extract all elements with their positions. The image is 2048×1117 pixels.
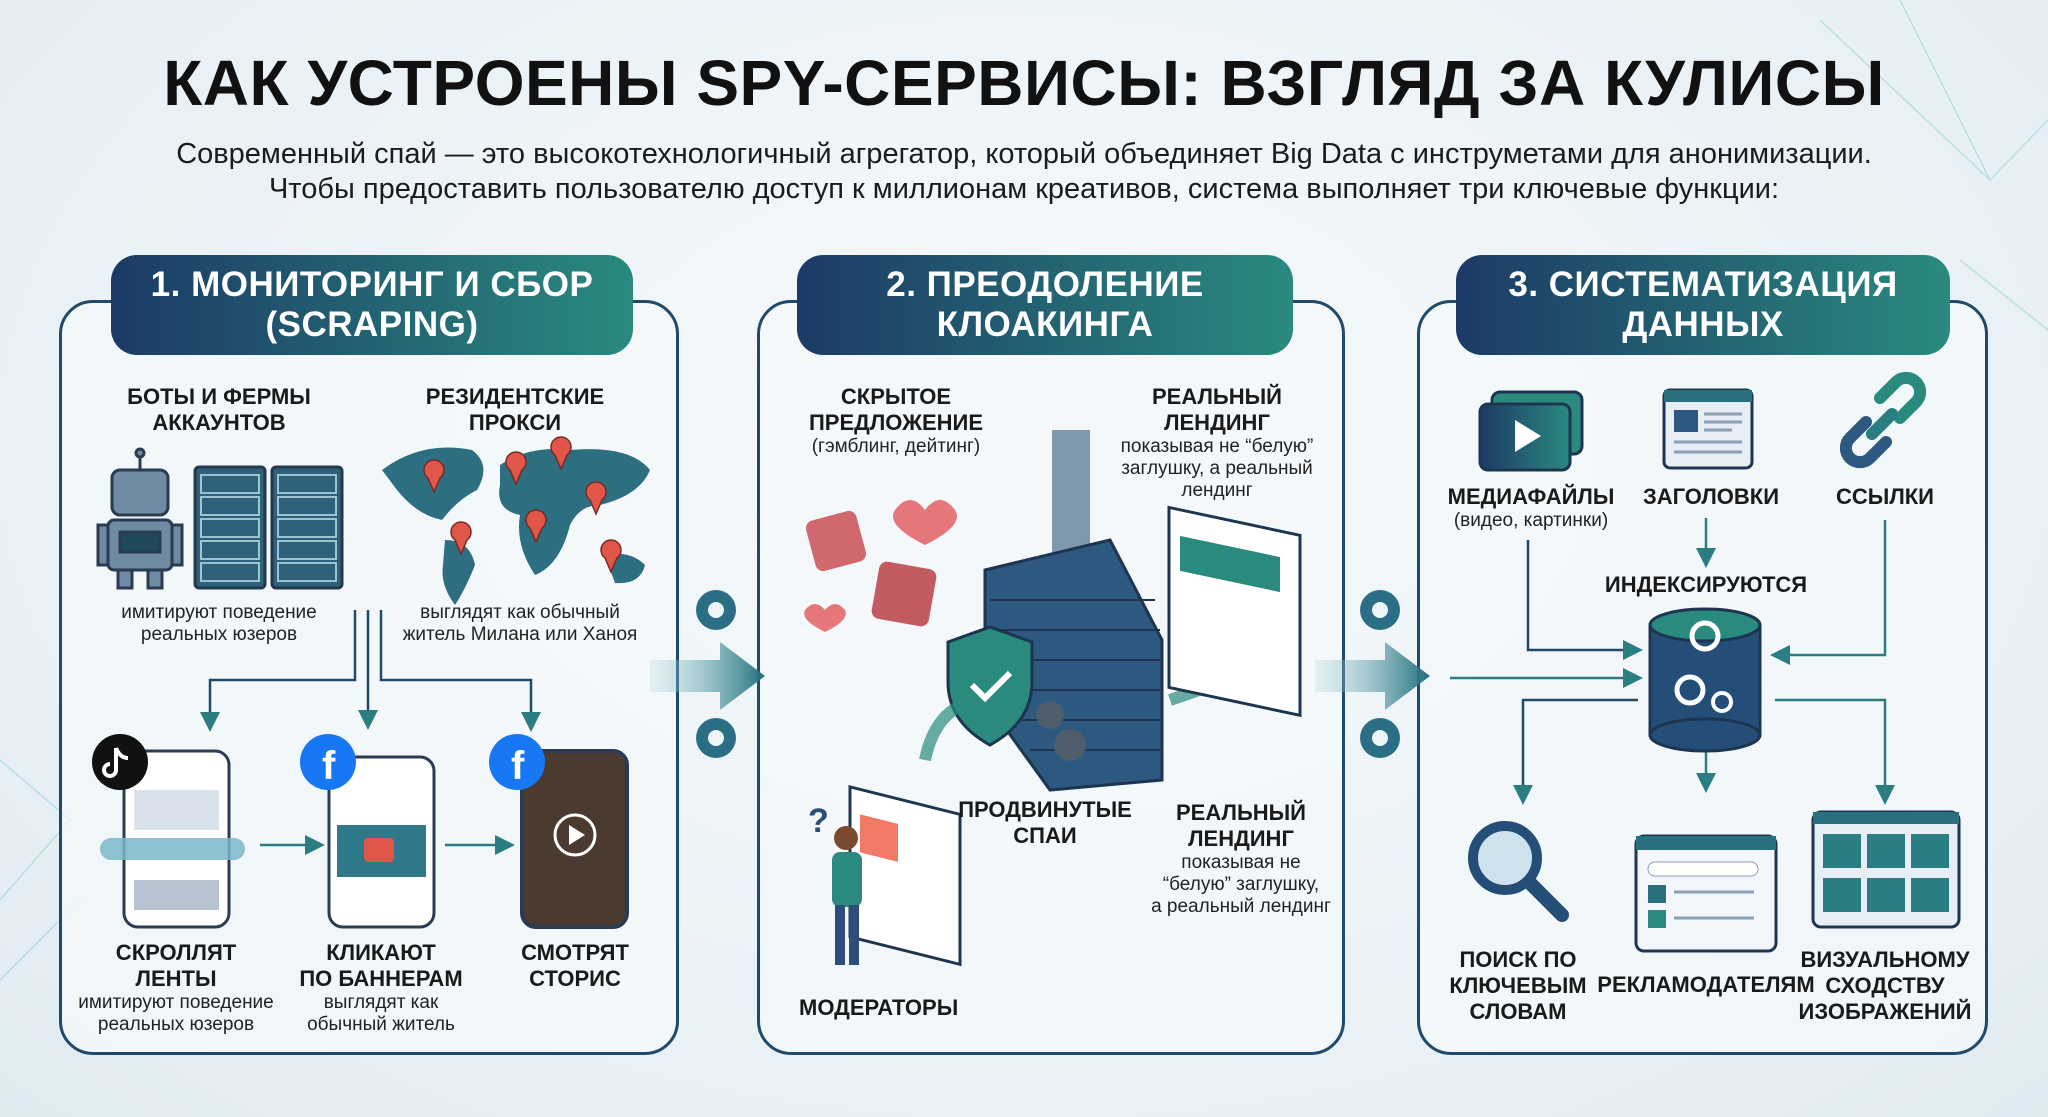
header-line: КЛОАКИНГА bbox=[936, 305, 1154, 344]
phone-feed bbox=[100, 749, 245, 929]
headline-page-icon bbox=[1662, 388, 1754, 470]
subtitle-line-1: Современный спай — это высокотехнологичн… bbox=[176, 138, 1872, 170]
database-icon bbox=[1648, 607, 1762, 753]
svg-text:?: ? bbox=[808, 802, 829, 840]
dice-heart-icon bbox=[804, 500, 957, 632]
phone-banner bbox=[327, 755, 436, 929]
flow-arrow bbox=[1315, 642, 1430, 710]
landing-page-browser-icon bbox=[1167, 505, 1302, 718]
panel-1-header: 1. МОНИТОРИНГ И СБОР(SCRAPING) bbox=[111, 255, 633, 355]
header-line: 3. СИСТЕМАТИЗАЦИЯ bbox=[1508, 265, 1898, 304]
output-advertisers: РЕКЛАМОДАТЕЛЯМ bbox=[1597, 972, 1815, 997]
indexed-label: ИНДЕКСИРУЮТСЯ bbox=[1604, 572, 1808, 597]
scraping-connectors bbox=[200, 610, 541, 855]
svg-text:f: f bbox=[322, 744, 336, 788]
header-line: ДАННЫХ bbox=[1622, 305, 1784, 344]
location-pin-icon bbox=[423, 436, 622, 574]
tiktok-icon bbox=[92, 734, 148, 790]
page-title: КАК УСТРОЕНЫ SPY-СЕРВИСЫ: ВЗГЛЯД ЗА КУЛИ… bbox=[163, 47, 1885, 119]
robot-icon bbox=[96, 447, 184, 590]
facebook-icon: f bbox=[489, 734, 545, 790]
image-grid-icon bbox=[1811, 810, 1961, 929]
gear-icon bbox=[696, 590, 1400, 758]
header-line: (SCRAPING) bbox=[265, 305, 479, 344]
shield-check-icon bbox=[946, 625, 1034, 747]
input-links: ССЫЛКИ bbox=[1836, 484, 1934, 509]
input-headlines: ЗАГОЛОВКИ bbox=[1642, 484, 1780, 509]
indexing-connectors bbox=[1450, 518, 1895, 805]
moderator-person-icon: ? bbox=[808, 802, 862, 965]
magnifier-icon bbox=[1468, 821, 1569, 922]
gear-icon bbox=[1036, 701, 1086, 761]
svg-text:f: f bbox=[511, 744, 525, 788]
subtitle-line-2: Чтобы предоставить пользователю доступ к… bbox=[268, 173, 1780, 205]
media-files-icon bbox=[1478, 390, 1584, 472]
server-rack-icon bbox=[193, 465, 344, 590]
link-icon bbox=[1839, 371, 1927, 469]
advertiser-card-icon bbox=[1634, 834, 1778, 953]
header-line: 2. ПРЕОДОЛЕНИЕ bbox=[886, 265, 1204, 304]
facebook-icon: f bbox=[300, 734, 356, 790]
phone-stories bbox=[520, 749, 629, 929]
moderators-label: МОДЕРАТОРЫ bbox=[799, 995, 959, 1020]
header-line: 1. МОНИТОРИНГ И СБОР bbox=[150, 265, 594, 304]
flow-arrow bbox=[650, 642, 765, 710]
input-media: МЕДИАФАЙЛЫ(видео, картинки) bbox=[1447, 484, 1615, 531]
moderator-browser-icon bbox=[848, 785, 962, 967]
